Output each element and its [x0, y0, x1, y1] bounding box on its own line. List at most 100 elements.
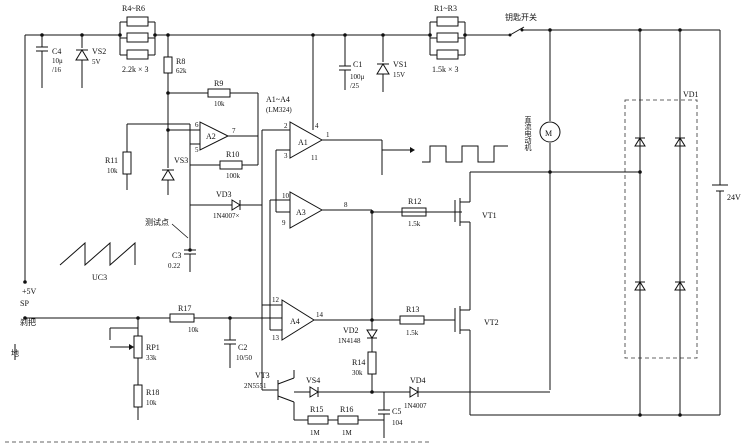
a2-label: A2	[206, 132, 216, 141]
r1-r3-label: R1~R3	[434, 4, 457, 13]
vd1-label: VD1	[683, 90, 699, 99]
r12-value: 1.5k	[408, 220, 421, 228]
r8-value: 62k	[176, 67, 187, 75]
a1-pin11: 11	[311, 154, 318, 162]
r10-value: 100k	[226, 172, 241, 180]
brake-label: 刹把	[20, 317, 36, 327]
sawtooth-waveform	[59, 241, 136, 267]
rp1-label: RP1	[146, 343, 160, 352]
a3-pin9: 9	[282, 219, 286, 227]
r8-resistor	[163, 33, 173, 93]
c1-value-2: /25	[350, 82, 359, 90]
vd4-diode	[372, 386, 550, 398]
vt1-mosfet	[426, 170, 552, 300]
vs2-value: 5V	[92, 58, 101, 66]
vt2-mosfet	[454, 300, 720, 417]
vs3-zener-diode	[161, 128, 175, 195]
a4-label: A4	[290, 317, 300, 326]
r14-resistor	[367, 351, 377, 392]
a1-opamp	[261, 121, 383, 300]
r4-r6-label: R4~R6	[122, 4, 145, 13]
battery-24v	[700, 29, 728, 415]
a3-label: A3	[296, 208, 306, 217]
c3-capacitor	[184, 248, 196, 272]
dc-motor	[539, 28, 561, 390]
vt3-transistor	[261, 300, 295, 420]
vs2-label: VS2	[92, 47, 106, 56]
r17-label: R17	[178, 304, 191, 313]
vs4-zener-diode	[294, 386, 374, 398]
ic-name: A1~A4	[266, 95, 290, 104]
r14-value: 30k	[352, 369, 363, 377]
r4-r6-value: 2.2k × 3	[122, 65, 149, 74]
r11-value: 10k	[107, 167, 118, 175]
a4-opamp	[262, 299, 374, 341]
c4-capacitor	[36, 33, 48, 88]
a3-pin10: 10	[282, 192, 290, 200]
uc3-label: UC3	[92, 273, 107, 282]
c5-value: 104	[392, 419, 403, 427]
r13-resistor	[372, 315, 455, 325]
c4-value-1: 10μ	[52, 57, 63, 65]
a2-pin6: 6	[195, 121, 199, 129]
c2-label: C2	[238, 343, 247, 352]
c3-value: 0.22	[168, 262, 181, 270]
r1-r3-value: 1.5k × 3	[432, 65, 459, 74]
a2-pin5: 5	[195, 146, 199, 154]
r9-value: 10k	[214, 100, 225, 108]
test-point-arrow	[171, 223, 189, 239]
r15-value: 1M	[310, 429, 321, 437]
vd4-value: 1N4007	[404, 402, 427, 410]
r1-r3-resistor-bank	[428, 16, 467, 60]
test-point-label: 测试点	[145, 217, 169, 227]
r9-label: R9	[214, 79, 223, 88]
motor-symbol: M	[545, 129, 552, 138]
output-arrowhead	[410, 147, 415, 153]
r15-r16-chain	[294, 415, 384, 425]
c1-value-1: 100μ	[350, 73, 365, 81]
a1-label: A1	[298, 138, 308, 147]
battery-label: 24V	[727, 193, 741, 202]
motor-label: 直流电动机	[524, 115, 532, 152]
vd1-bridge-rectifier	[550, 28, 698, 415]
r13-label: R13	[406, 305, 419, 314]
vd2-diode	[366, 329, 378, 352]
r18-resistor	[133, 384, 143, 420]
r18-label: R18	[146, 388, 159, 397]
r11-resistor	[122, 124, 132, 190]
c3-label: C3	[172, 251, 181, 260]
a1-pin1: 1	[326, 131, 330, 139]
r12-label: R12	[408, 197, 421, 206]
r16-label: R16	[340, 405, 353, 414]
a2-pin7: 7	[232, 127, 236, 135]
r13-value: 1.5k	[406, 329, 419, 337]
square-waveform	[422, 145, 508, 163]
c2-value: 10/50	[236, 354, 252, 362]
a3-opamp	[269, 191, 462, 330]
key-switch	[508, 26, 525, 37]
r11-label: R11	[105, 156, 118, 165]
c4-label: C4	[52, 47, 61, 56]
a4-pin12: 12	[272, 296, 280, 304]
c5-label: C5	[392, 407, 401, 416]
vs2-zener-diode	[75, 33, 89, 88]
a3-pin8: 8	[344, 201, 348, 209]
c5-capacitor	[378, 392, 390, 438]
r17-resistor	[169, 313, 282, 323]
r16-value: 1M	[342, 429, 353, 437]
a4-pin13: 13	[272, 334, 280, 342]
plus5v-label: +5V	[22, 287, 37, 296]
vs4-label: VS4	[306, 376, 320, 385]
vd2-value: 1N4148	[338, 337, 361, 345]
c2-capacitor	[224, 316, 236, 368]
vt1-label: VT1	[482, 211, 497, 220]
rp1-potentiometer	[109, 316, 143, 385]
r10-label: R10	[226, 150, 239, 159]
r18-value: 10k	[146, 399, 157, 407]
a1-pin2: 2	[284, 122, 288, 130]
vs1-zener-diode	[376, 33, 390, 92]
c4-value-2: /16	[52, 66, 61, 74]
c1-capacitor	[339, 33, 351, 90]
a2-opamp	[127, 93, 259, 165]
vs1-value: 15V	[393, 71, 405, 79]
